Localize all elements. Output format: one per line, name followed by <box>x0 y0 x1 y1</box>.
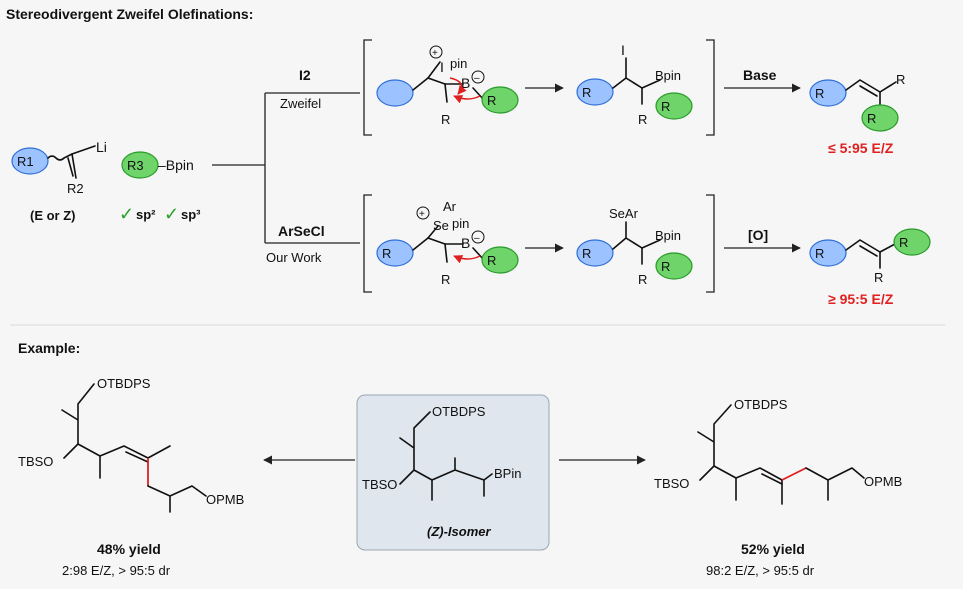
svg-text:Se: Se <box>433 218 449 233</box>
z-isomer-structure: OTBDPS TBSO BPin (Z)-Isomer <box>362 404 521 539</box>
svg-text:(Z)-Isomer: (Z)-Isomer <box>427 524 492 539</box>
svg-text:R: R <box>638 272 647 287</box>
iodine-reagent: I2 <box>299 67 311 83</box>
svg-text:+: + <box>419 209 425 220</box>
svg-text:OTBDPS: OTBDPS <box>734 397 788 412</box>
right-ratio: 98:2 E/Z, > 95:5 dr <box>706 563 815 578</box>
beta-iodo-boronate: R I Bpin R R <box>576 42 693 127</box>
svg-text:TBSO: TBSO <box>362 477 397 492</box>
vinyl-lithium: R1 Li R2 (E or Z) <box>11 139 107 223</box>
zweifel-label: Zweifel <box>280 96 321 111</box>
svg-text:Bpin: Bpin <box>655 228 681 243</box>
svg-text:R: R <box>382 246 391 261</box>
oxidation-condition: [O] <box>748 227 768 243</box>
svg-text:R: R <box>441 272 450 287</box>
svg-text:R: R <box>638 112 647 127</box>
svg-text:R: R <box>815 86 824 101</box>
svg-text:Bpin: Bpin <box>655 68 681 83</box>
seleniranium-boronate: R + Se Ar pin B – R R <box>376 199 519 287</box>
svg-text:pin: pin <box>450 56 467 71</box>
svg-text:R: R <box>487 93 496 108</box>
beta-seleno-boronate: R SeAr Bpin R R <box>576 206 693 287</box>
starting-material-box <box>356 394 550 551</box>
page-title: Stereodivergent Zweifel Olefinations: <box>6 6 253 22</box>
arsecl-reagent: ArSeCl <box>278 223 325 239</box>
svg-text:R: R <box>867 111 876 126</box>
bottom-selectivity: ≥ 95:5 E/Z <box>828 291 894 307</box>
svg-text:R: R <box>661 99 670 114</box>
svg-text:+: + <box>432 48 438 59</box>
svg-text:B: B <box>461 75 470 91</box>
svg-text:pin: pin <box>452 216 469 231</box>
svg-text:R: R <box>896 72 905 87</box>
svg-text:✓: ✓ <box>164 204 179 224</box>
svg-text:R3: R3 <box>127 158 144 173</box>
boronic-ester: R3 –Bpin ✓ sp² ✓ sp³ <box>119 151 201 224</box>
svg-text:B: B <box>461 235 470 251</box>
svg-text:I: I <box>621 42 625 58</box>
svg-text:R: R <box>441 112 450 127</box>
svg-text:sp³: sp³ <box>181 207 201 222</box>
right-product-structure: OTBDPS TBSO OPMB 52% yield 98:2 E/Z, > 9… <box>654 397 902 578</box>
svg-text:R: R <box>899 235 908 250</box>
e-alkene-product: R R R ≥ 95:5 E/Z <box>809 228 931 307</box>
svg-text:sp²: sp² <box>136 207 156 222</box>
svg-text:R: R <box>661 259 670 274</box>
svg-text:TBSO: TBSO <box>654 476 689 491</box>
svg-text:R: R <box>874 270 883 285</box>
svg-text:I: I <box>440 59 444 75</box>
svg-text:R2: R2 <box>67 181 84 196</box>
iodonium-boronate: + I pin B – R R <box>376 45 519 127</box>
svg-text:Ar: Ar <box>443 199 457 214</box>
svg-text:R: R <box>487 253 496 268</box>
right-yield: 52% yield <box>741 541 805 557</box>
svg-text:TBSO: TBSO <box>18 454 53 469</box>
left-product-structure: OTBDPS TBSO OPMB 48% yield 2:98 E/Z, > 9… <box>18 376 244 578</box>
our-work-label: Our Work <box>266 250 322 265</box>
svg-text:–Bpin: –Bpin <box>158 157 194 173</box>
svg-text:R: R <box>815 246 824 261</box>
z-alkene-product: R R R ≤ 5:95 E/Z <box>809 72 905 156</box>
svg-text:R1: R1 <box>17 154 34 169</box>
svg-text:R: R <box>582 246 591 261</box>
left-yield: 48% yield <box>97 541 161 557</box>
svg-text:Li: Li <box>96 139 107 155</box>
svg-text:✓: ✓ <box>119 204 134 224</box>
base-condition: Base <box>743 67 777 83</box>
svg-text:OTBDPS: OTBDPS <box>432 404 486 419</box>
svg-text:OPMB: OPMB <box>206 492 244 507</box>
svg-text:OPMB: OPMB <box>864 474 902 489</box>
svg-text:BPin: BPin <box>494 466 521 481</box>
svg-text:SeAr: SeAr <box>609 206 639 221</box>
svg-text:–: – <box>474 233 480 244</box>
svg-text:(E or Z): (E or Z) <box>30 208 76 223</box>
svg-text:–: – <box>474 73 480 84</box>
top-selectivity: ≤ 5:95 E/Z <box>828 140 894 156</box>
example-heading: Example: <box>18 340 80 356</box>
svg-text:R: R <box>582 85 591 100</box>
left-ratio: 2:98 E/Z, > 95:5 dr <box>62 563 171 578</box>
svg-text:OTBDPS: OTBDPS <box>97 376 151 391</box>
